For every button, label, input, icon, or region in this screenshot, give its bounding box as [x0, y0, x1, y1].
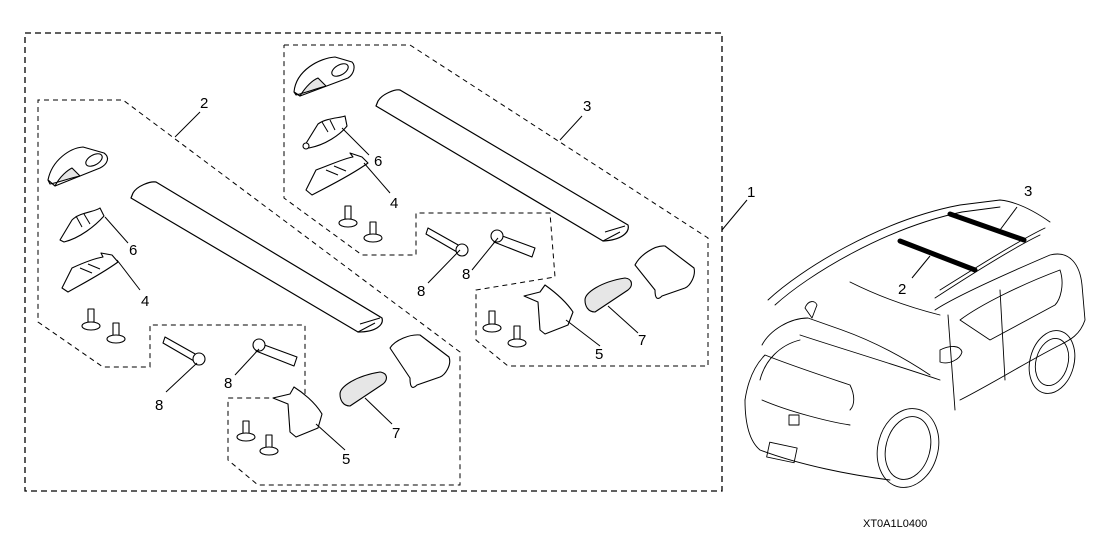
- callout-8-left-b: 8: [224, 375, 232, 392]
- flange-screws-right: [482, 310, 527, 348]
- callout-8-top-b: 8: [462, 266, 470, 283]
- clamp-hook-6-top: [302, 115, 348, 150]
- vehicle-callout-3: 3: [1024, 183, 1032, 200]
- group-3-boundary: [283, 44, 709, 367]
- callout-6-top: 6: [374, 153, 382, 170]
- callout-5-left: 5: [342, 451, 350, 468]
- crossbar-3: [375, 89, 629, 242]
- lock-insert-7-left: [339, 371, 387, 407]
- bolts-8-left: [162, 336, 298, 367]
- callout-3: 3: [583, 98, 591, 115]
- callout-8-left-a: 8: [155, 397, 163, 414]
- vehicle-callout-2: 2: [898, 281, 906, 298]
- figure-code: XT0A1L0400: [863, 518, 927, 530]
- bracket-5-left: [272, 386, 323, 438]
- end-cap-2: [47, 146, 109, 187]
- bracket-5-right: [523, 284, 574, 335]
- callout-1: 1: [747, 184, 755, 201]
- bolts-8-top: [425, 227, 536, 258]
- end-cover-right: [634, 245, 695, 299]
- clamp-plate-4-top: [305, 152, 369, 196]
- end-cap-3: [293, 56, 355, 97]
- flange-screws-left: [81, 308, 126, 344]
- vehicle-crossbar-3: [947, 211, 1027, 243]
- leader-lines: [104, 111, 748, 451]
- clamp-plate-4-left: [61, 252, 119, 293]
- callout-5-right: 5: [595, 346, 603, 363]
- callout-4-left: 4: [141, 293, 149, 310]
- flange-screws-top: [338, 205, 383, 243]
- callout-7-left: 7: [392, 425, 400, 442]
- end-cover-left: [389, 334, 451, 388]
- lock-insert-7-right: [584, 277, 632, 313]
- crossbar-2: [130, 181, 383, 333]
- vehicle-illustration: [744, 199, 1086, 488]
- callout-2: 2: [200, 95, 208, 112]
- callout-8-top-a: 8: [417, 283, 425, 300]
- group-2-boundary: [37, 99, 461, 486]
- callout-6-left: 6: [129, 242, 137, 259]
- vehicle-crossbar-2: [897, 238, 978, 273]
- kit-boundary: [24, 32, 723, 492]
- callout-7-right: 7: [638, 332, 646, 349]
- flange-screws-bottom: [236, 420, 279, 456]
- callout-4-top: 4: [390, 195, 398, 212]
- clamp-hook-6-left: [59, 207, 105, 243]
